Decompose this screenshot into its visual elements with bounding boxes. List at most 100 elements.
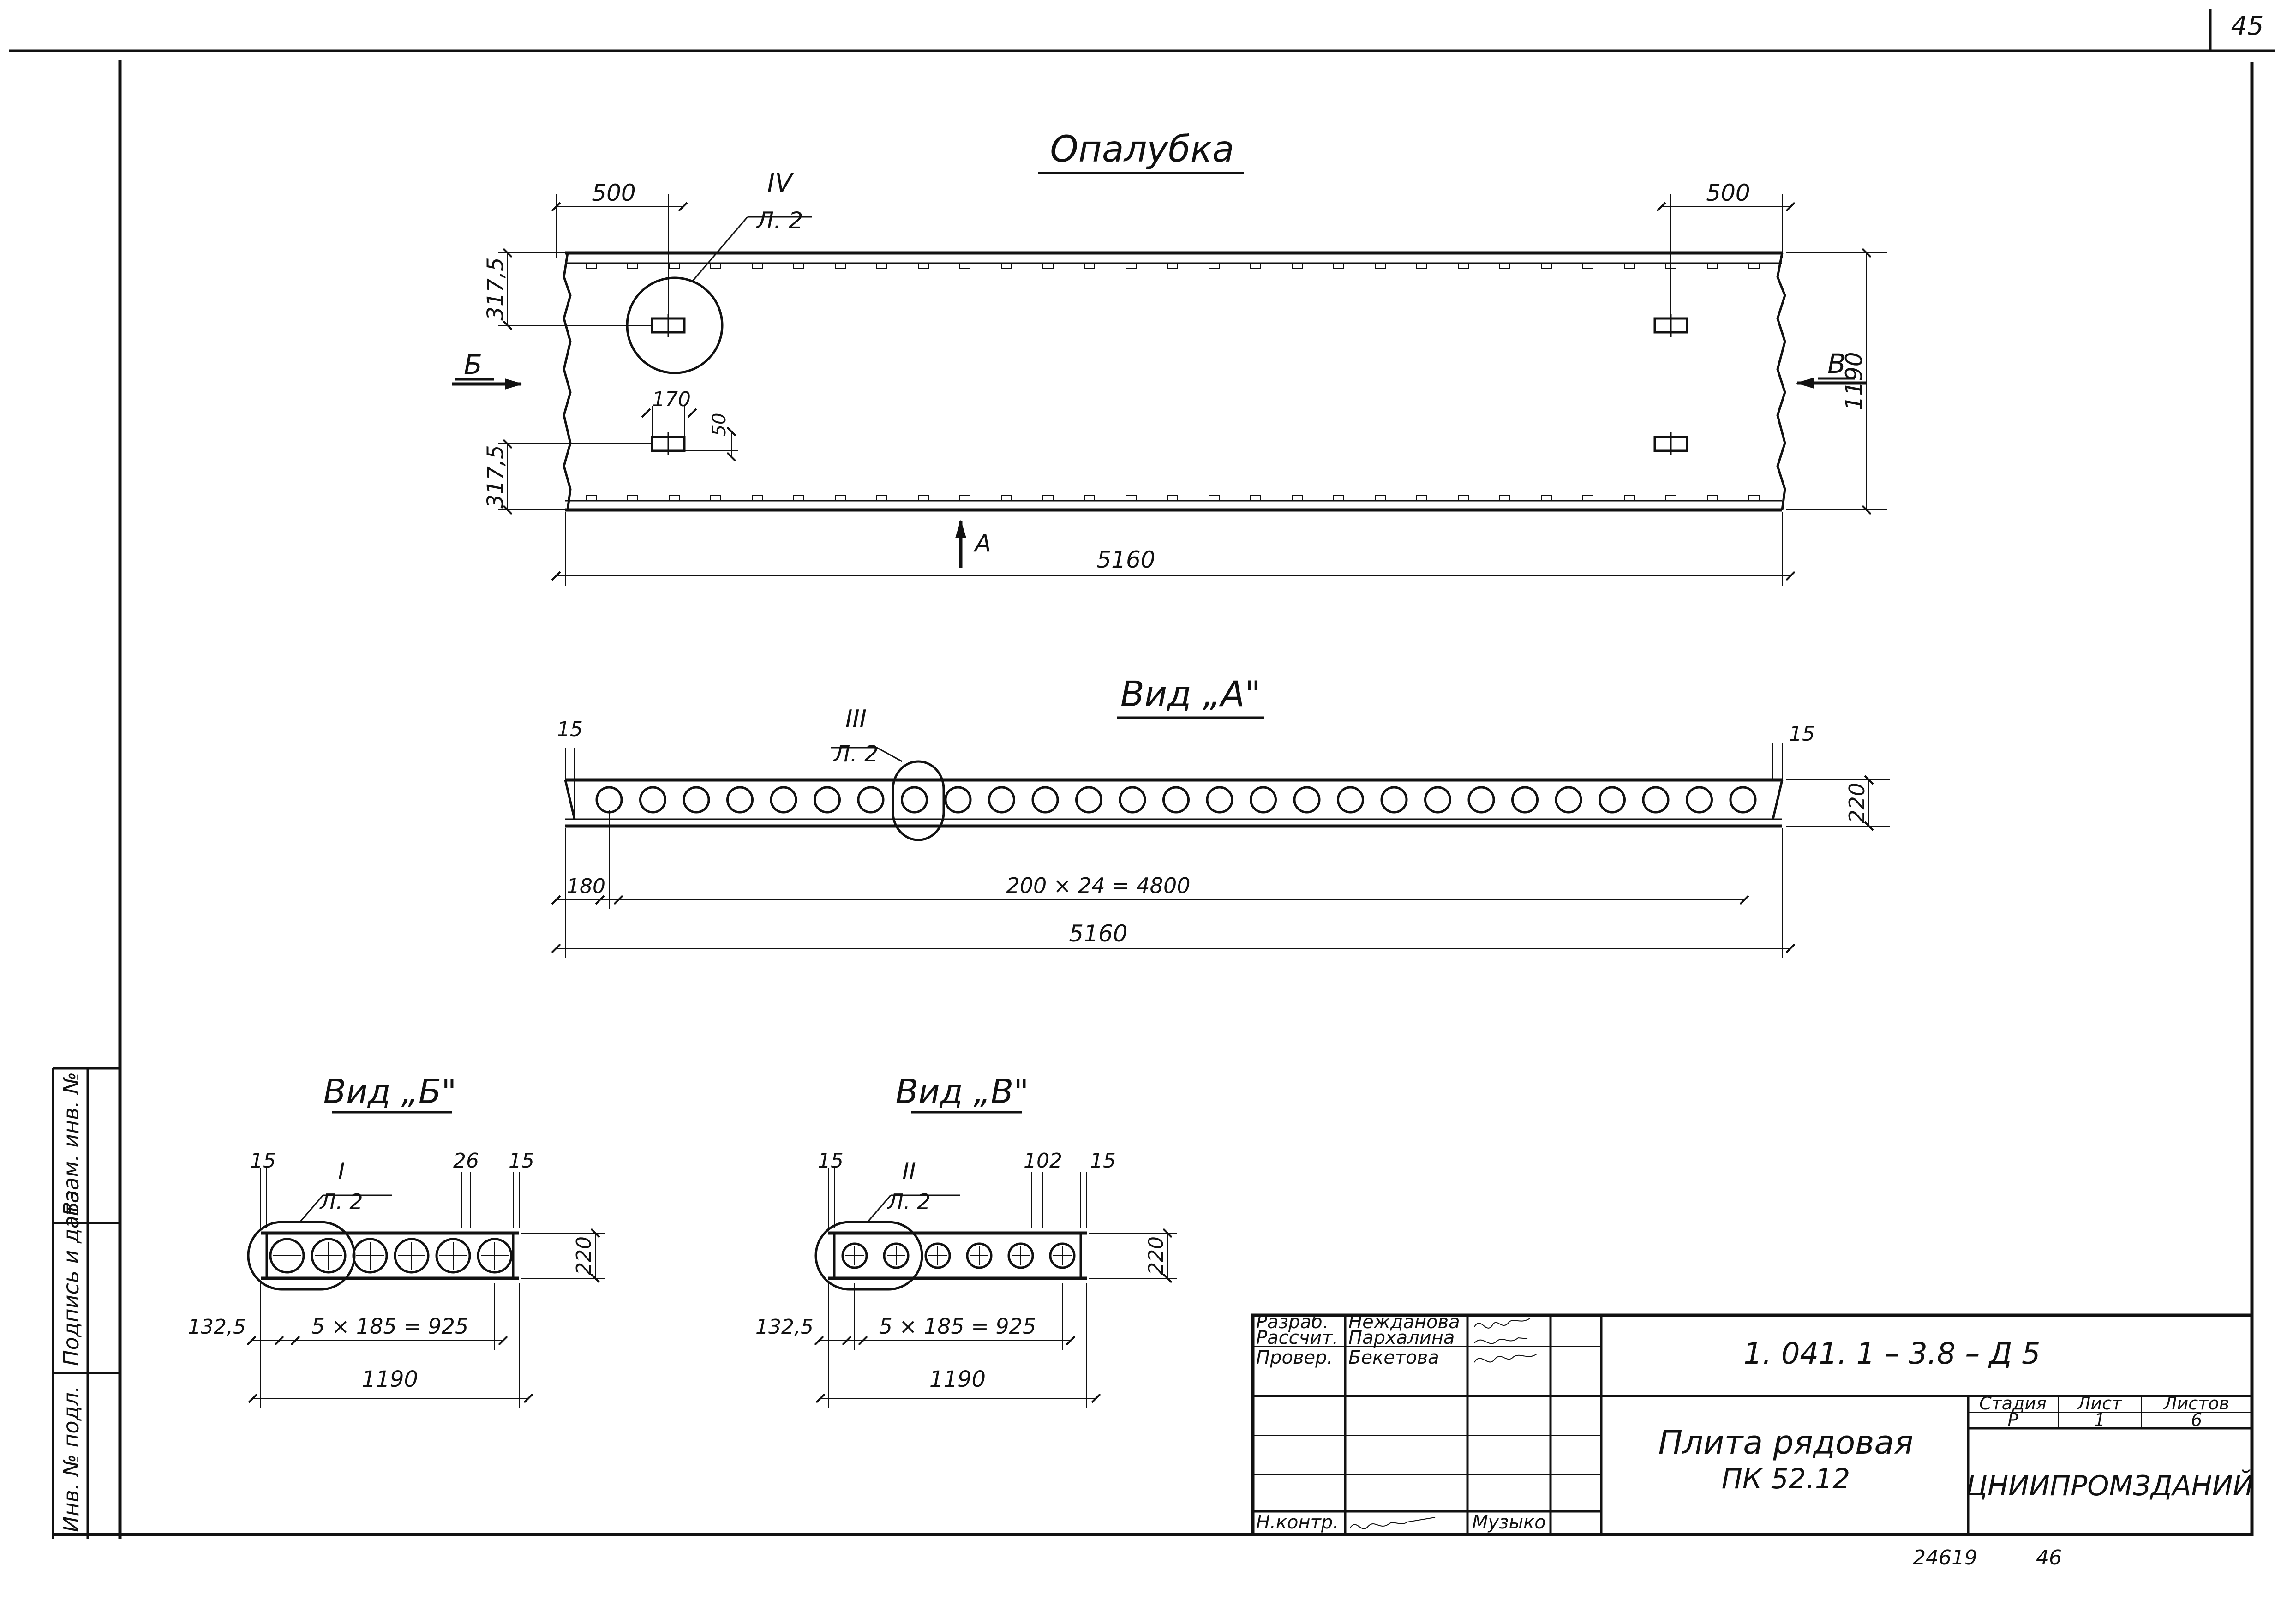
view-a-title: Вид „А": [1120, 673, 1261, 714]
dim-view-b-height: 220: [521, 1233, 605, 1278]
dim-view-b-first-hole: 132,5: [188, 1283, 295, 1350]
dim-plan-height: 1190: [1786, 253, 1887, 510]
hollow-core-void: [944, 786, 972, 814]
svg-text:26: 26: [453, 1149, 479, 1173]
svg-text:200 × 24 = 4800: 200 × 24 = 4800: [1006, 873, 1191, 898]
hollow-core-void: [352, 1238, 388, 1274]
hollow-core-void: [1031, 786, 1059, 814]
margin-label-signature: Подпись и дата: [59, 1190, 84, 1366]
dim-view-b-rib: 26: [453, 1149, 479, 1228]
role-checked: Провер.: [1256, 1347, 1333, 1368]
name-calculated: Пархалина: [1348, 1327, 1455, 1348]
view-arrow-a: А: [955, 520, 991, 568]
hollow-core-void: [924, 1242, 951, 1269]
svg-text:132,5: 132,5: [188, 1315, 246, 1339]
hollow-core-void: [1642, 786, 1670, 814]
hollow-core-void: [883, 1242, 910, 1269]
slab-elevation-outline: [564, 778, 1784, 828]
dim-view-v-end-right: 15: [1080, 1149, 1116, 1228]
archive-sheet-number: 46: [2036, 1546, 2062, 1570]
dim-left-offset: 500: [556, 180, 683, 318]
detail-callout-ii: II Л. 2: [814, 1158, 960, 1291]
detail-callout-iv: IV Л. 2: [626, 168, 812, 374]
organization-name: ЦНИИПРОМЗДАНИЙ: [1966, 1469, 2253, 1502]
hollow-core-void: [1250, 786, 1277, 814]
hollow-core-void: [639, 786, 666, 814]
name-norm-control: Музыко: [1472, 1512, 1546, 1533]
svg-text:220: 220: [1144, 1236, 1168, 1275]
hollow-core-void: [1049, 1242, 1076, 1269]
view-b-title: Вид „Б": [323, 1072, 457, 1111]
hollow-core-void: [1467, 786, 1495, 814]
document-code: 1. 041. 1 – 3.8 – Д 5: [1743, 1337, 2040, 1371]
archive-number: 24619: [1913, 1546, 1977, 1570]
dim-view-a-end-left: 15: [557, 718, 583, 819]
hollow-core-void: [1119, 786, 1146, 814]
dim-view-v-end-left: 15: [818, 1149, 844, 1228]
role-calculated: Рассчит.: [1256, 1327, 1338, 1348]
sheet-header: Лист: [2077, 1393, 2123, 1414]
name-developer: Неждaнова: [1348, 1312, 1460, 1333]
dim-view-v-first-hole: 132,5: [755, 1283, 863, 1350]
view-arrow-b: Б: [452, 349, 523, 390]
shear-keys-top: [586, 263, 1760, 269]
dim-right-offset: 500: [1661, 180, 1790, 318]
callout-i-number: I: [338, 1158, 345, 1185]
svg-text:50: 50: [709, 413, 730, 437]
callout-ii-number: II: [902, 1158, 916, 1185]
hollow-core-void: [841, 1242, 868, 1269]
dim-view-a-hole-pitch: 200 × 24 = 4800: [600, 810, 1744, 909]
dim-edge-top: 317,5: [483, 253, 652, 325]
hollow-core-void: [1686, 786, 1713, 814]
svg-text:15: 15: [818, 1149, 844, 1173]
detail-callout-iii: III Л. 2: [831, 705, 945, 841]
margin-stamp: Инв. № подл. Подпись и дата Взам. инв. №: [52, 1067, 120, 1539]
svg-text:15: 15: [1789, 722, 1815, 746]
svg-text:220: 220: [1844, 783, 1869, 823]
dim-view-b-width: 1190: [253, 1283, 528, 1408]
hollow-core-void: [857, 786, 885, 814]
product-name: Плита рядовая: [1658, 1424, 1914, 1462]
view-arrow-v: В: [1796, 348, 1867, 389]
hollow-cores-view-a: [595, 786, 1757, 814]
hollow-core-void: [770, 786, 797, 814]
svg-text:180: 180: [567, 875, 605, 898]
dim-view-b-end-right: 15: [509, 1149, 534, 1228]
svg-text:317,5: 317,5: [483, 445, 509, 508]
svg-text:102: 102: [1024, 1149, 1062, 1173]
section-b-outline: [261, 1231, 519, 1280]
name-checked: Бекетова: [1348, 1347, 1439, 1368]
hollow-core-void: [1729, 786, 1757, 814]
hollow-core-void: [477, 1238, 513, 1274]
page-number: 45: [2231, 11, 2263, 41]
dim-edge-bottom: 317,5: [483, 444, 652, 510]
hollow-core-void: [1555, 786, 1582, 814]
svg-text:170: 170: [652, 388, 691, 411]
callout-ii-sheet: Л. 2: [886, 1189, 930, 1214]
view-v-title: Вид „В": [896, 1072, 1029, 1111]
dim-view-a-height: 220: [1786, 780, 1890, 826]
hollow-core-void: [1599, 786, 1626, 814]
dim-view-b-hole-pitch: 5 × 185 = 925: [279, 1283, 503, 1350]
hollow-core-void: [1075, 786, 1102, 814]
svg-text:5160: 5160: [1069, 920, 1127, 947]
formwork-title: Опалубка: [1050, 129, 1234, 170]
view-a: Вид „А" III Л. 2 15 15: [556, 673, 1890, 958]
section-v-outline: [828, 1231, 1087, 1280]
svg-text:1190: 1190: [1841, 352, 1868, 410]
callout-iii-sheet: Л. 2: [832, 741, 878, 767]
hollow-core-void: [901, 786, 928, 814]
margin-label-replacement: Взам. инв. №: [59, 1072, 84, 1216]
stage-value: Р: [2008, 1410, 2018, 1430]
hollow-cores-view-v: [841, 1242, 1076, 1269]
role-developer: Разраб.: [1256, 1312, 1329, 1333]
svg-text:А: А: [973, 530, 991, 557]
hollow-core-void: [269, 1238, 305, 1274]
sheet-value: 1: [2094, 1410, 2105, 1430]
hollow-core-void: [1162, 786, 1190, 814]
dim-view-a-end-right: 15: [1772, 722, 1815, 780]
hollow-core-void: [1206, 786, 1233, 814]
dim-view-a-length: 5160: [556, 828, 1790, 958]
hollow-core-void: [394, 1238, 430, 1274]
